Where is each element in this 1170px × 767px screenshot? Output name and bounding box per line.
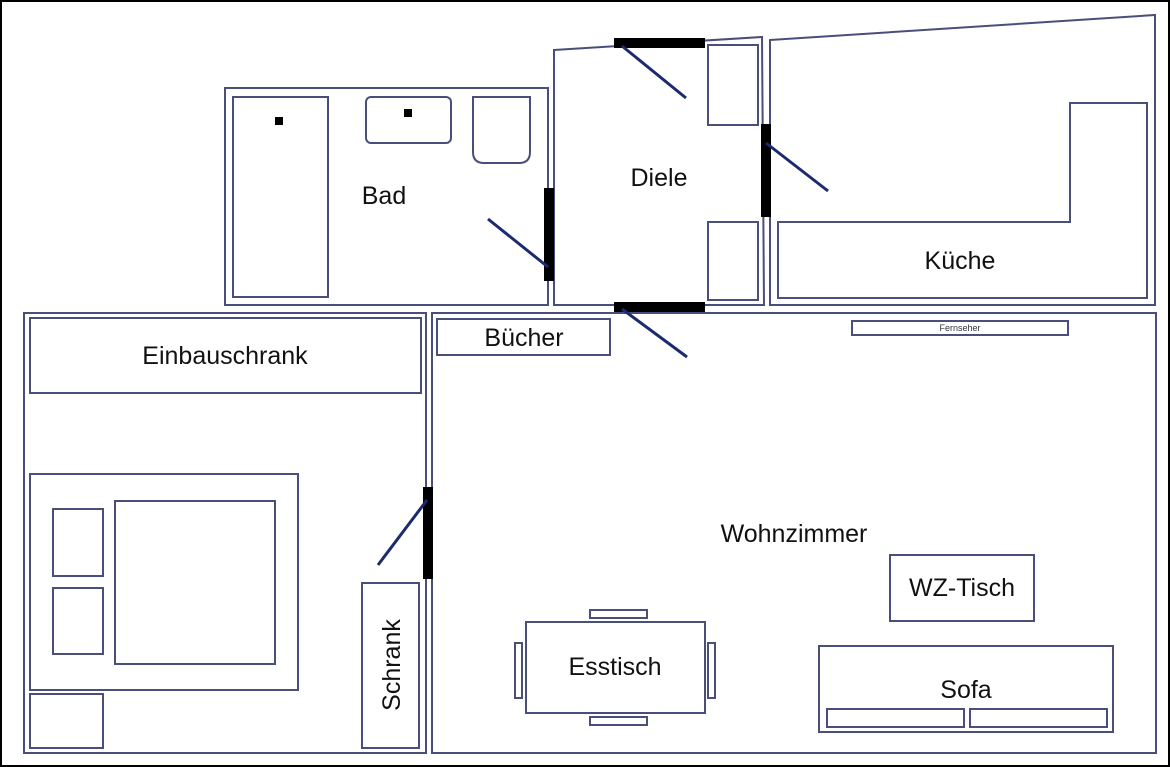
room-label-kueche: Küche — [925, 247, 996, 275]
diele-cabinet-bottom — [707, 221, 759, 301]
label-esstisch: Esstisch — [568, 653, 661, 681]
room-label-bad: Bad — [362, 182, 406, 210]
kitchen-counter — [777, 102, 1148, 299]
sofa-cushion-right — [969, 708, 1108, 728]
toilet — [472, 96, 531, 164]
room-bedroom: Einbauschrank Schrank — [23, 312, 427, 754]
room-label-diele: Diele — [631, 164, 688, 192]
einbauschrank-box — [29, 317, 422, 394]
diele-cabinet-top — [707, 44, 759, 126]
bathtub — [232, 96, 329, 298]
door-wohnzimmer-bar — [614, 302, 705, 312]
door-kueche-swing — [765, 141, 829, 193]
label-buecher: Bücher — [484, 324, 563, 352]
label-einbauschrank: Einbauschrank — [142, 342, 308, 370]
room-wohnzimmer: Bücher Fernseher Wohnzimmer WZ-Tisch Ess… — [431, 312, 1157, 754]
door-bad-swing — [487, 217, 549, 269]
sink-drain — [404, 109, 412, 117]
room-bad: Bad — [224, 87, 549, 306]
label-sofa: Sofa — [940, 676, 992, 704]
esstisch-box — [525, 621, 706, 714]
buecher-shelf — [436, 318, 611, 356]
door-bedroom-bar — [423, 487, 433, 579]
door-entrance-bar — [614, 38, 705, 48]
door-kueche-bar — [761, 124, 771, 217]
door-bedroom-swing — [376, 499, 429, 566]
nightstand — [29, 693, 104, 749]
chair-left — [514, 642, 523, 699]
door-entrance-swing — [621, 44, 687, 100]
fernseher-board — [851, 320, 1069, 336]
sink — [365, 96, 452, 144]
bed-mattress — [114, 500, 276, 665]
door-wohnzimmer-swing — [621, 307, 688, 359]
chair-top — [589, 609, 648, 619]
wz-tisch-box — [889, 554, 1035, 622]
room-label-wohnzimmer: Wohnzimmer — [721, 520, 868, 548]
bathtub-drain — [275, 117, 283, 125]
doors — [376, 38, 829, 579]
room-kueche: Küche — [769, 13, 1156, 306]
door-bad-bar — [544, 188, 554, 281]
sofa-cushion-left — [826, 708, 965, 728]
chair-right — [707, 642, 716, 699]
label-fernseher: Fernseher — [939, 323, 980, 333]
label-schrank: Schrank — [378, 619, 406, 711]
label-wz-tisch: WZ-Tisch — [909, 574, 1015, 602]
chair-bottom — [589, 716, 648, 726]
schrank-box — [361, 582, 420, 749]
room-diele: Diele — [553, 35, 766, 306]
pillow-lower — [52, 587, 104, 655]
pillow-upper — [52, 508, 104, 577]
